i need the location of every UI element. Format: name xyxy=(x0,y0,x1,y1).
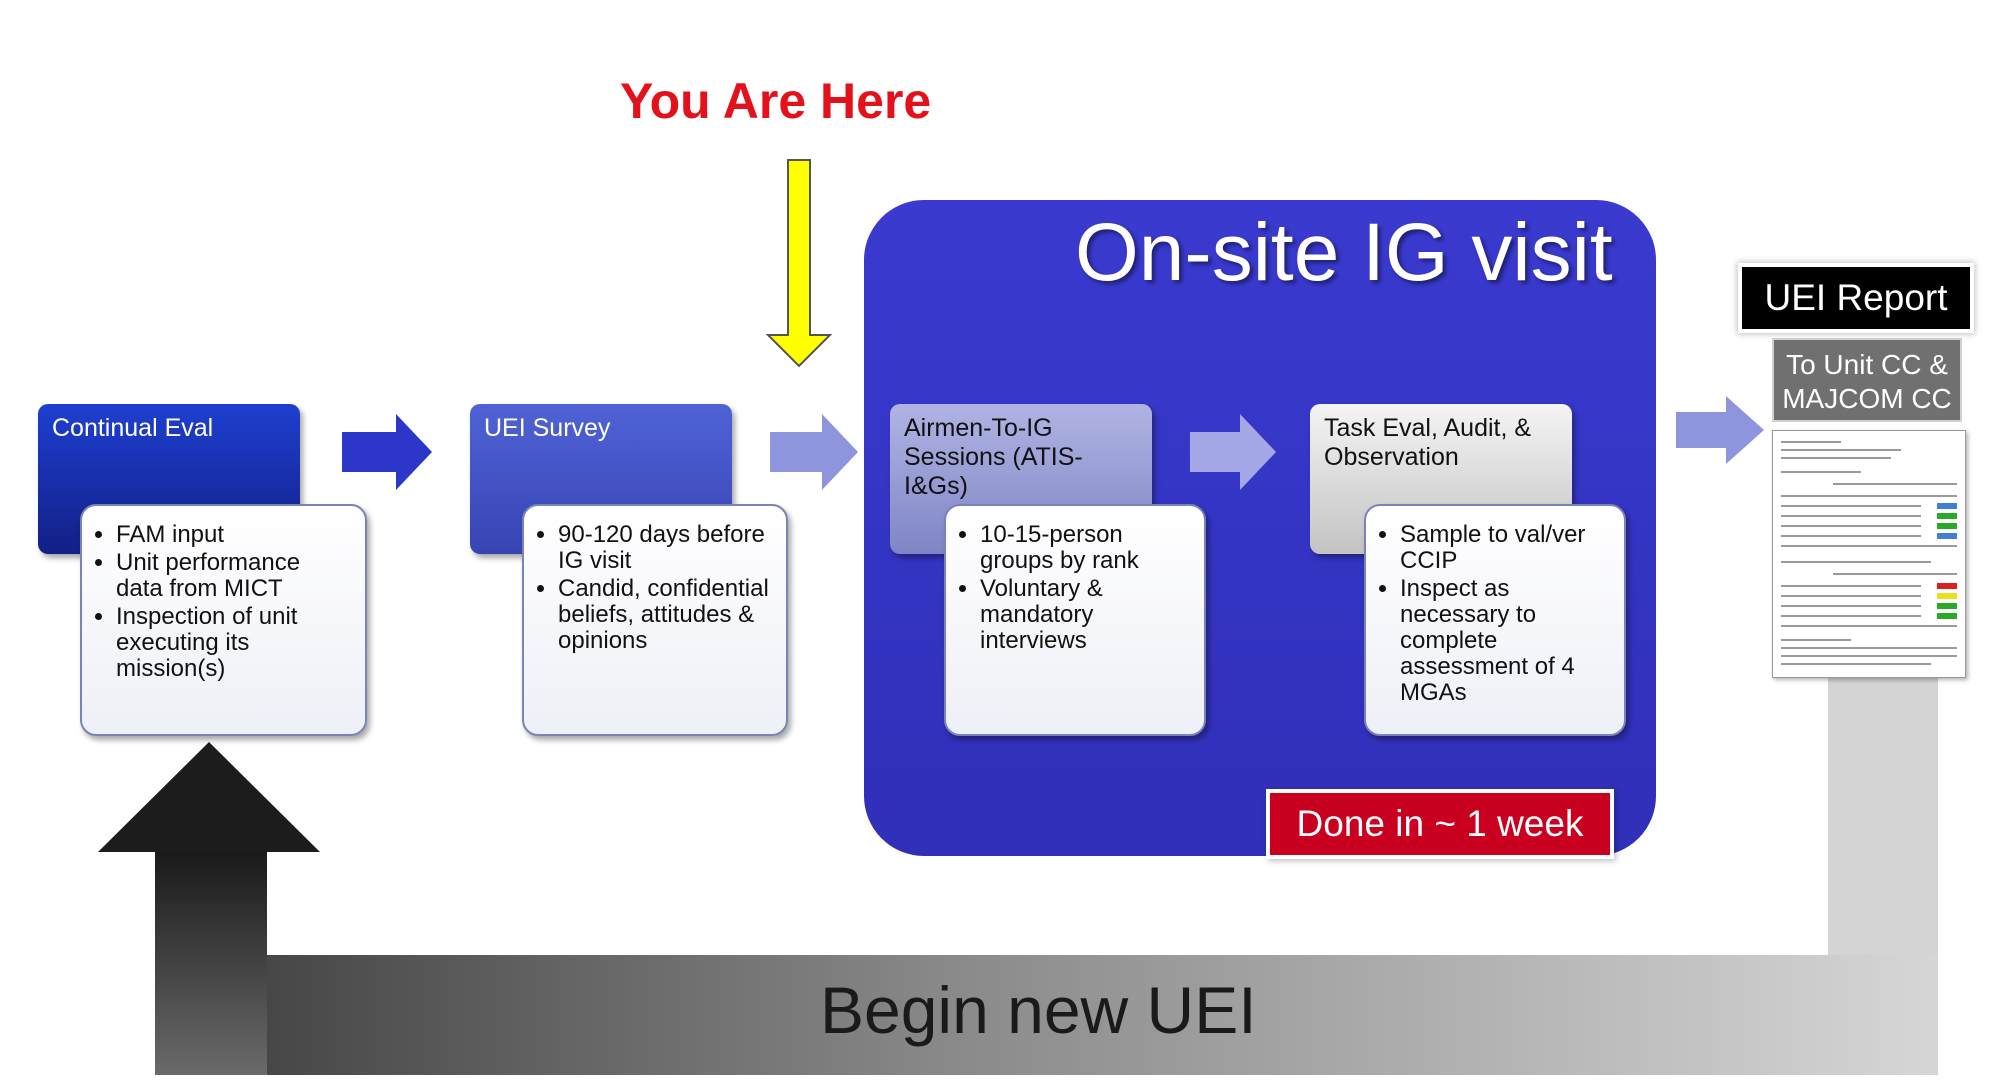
report-document-thumbnail xyxy=(1772,430,1966,678)
step-bullet: Candid, confidential beliefs, attitudes … xyxy=(558,576,772,654)
step-bullet: 10-15-person groups by rank xyxy=(980,522,1190,574)
step-header-label: Continual Eval xyxy=(52,414,213,442)
step-header-label: UEI Survey xyxy=(484,414,610,442)
step-bullet: Inspect as necessary to complete assessm… xyxy=(1400,576,1610,706)
flow-arrow-4 xyxy=(1676,396,1764,464)
step-bullet: Sample to val/ver CCIP xyxy=(1400,522,1610,574)
you-are-here-label: You Are Here xyxy=(620,72,960,130)
uei-report-title: UEI Report xyxy=(1742,267,1970,329)
step-task-eval-body: Sample to val/ver CCIP Inspect as necess… xyxy=(1364,504,1626,736)
step-uei-survey-body: 90-120 days before IG visit Candid, conf… xyxy=(522,504,788,736)
flow-arrow-2 xyxy=(770,414,858,490)
flow-arrow-1 xyxy=(342,414,432,490)
step-header-label: Airmen-To-IG Sessions (ATIS-I&Gs) xyxy=(904,414,1083,500)
done-in-one-week-badge: Done in ~ 1 week xyxy=(1270,793,1610,855)
step-atis-body: 10-15-person groups by rank Voluntary & … xyxy=(944,504,1206,736)
report-recipients: To Unit CC & MAJCOM CC xyxy=(1772,338,1962,422)
step-bullet: Voluntary & mandatory interviews xyxy=(980,576,1190,654)
step-bullet: Inspection of unit executing its mission… xyxy=(116,604,351,682)
step-bullet: FAM input xyxy=(116,522,351,548)
begin-new-uei-label: Begin new UEI xyxy=(820,972,1280,1048)
step-bullet: Unit performance data from MICT xyxy=(116,550,351,602)
step-continual-eval-body: FAM input Unit performance data from MIC… xyxy=(80,504,367,736)
onsite-title: On-site IG visit xyxy=(1075,206,1635,300)
step-bullet: 90-120 days before IG visit xyxy=(558,522,772,574)
step-header-label: Task Eval, Audit, & Observation xyxy=(1324,414,1531,471)
you-are-here-arrow xyxy=(768,160,830,366)
